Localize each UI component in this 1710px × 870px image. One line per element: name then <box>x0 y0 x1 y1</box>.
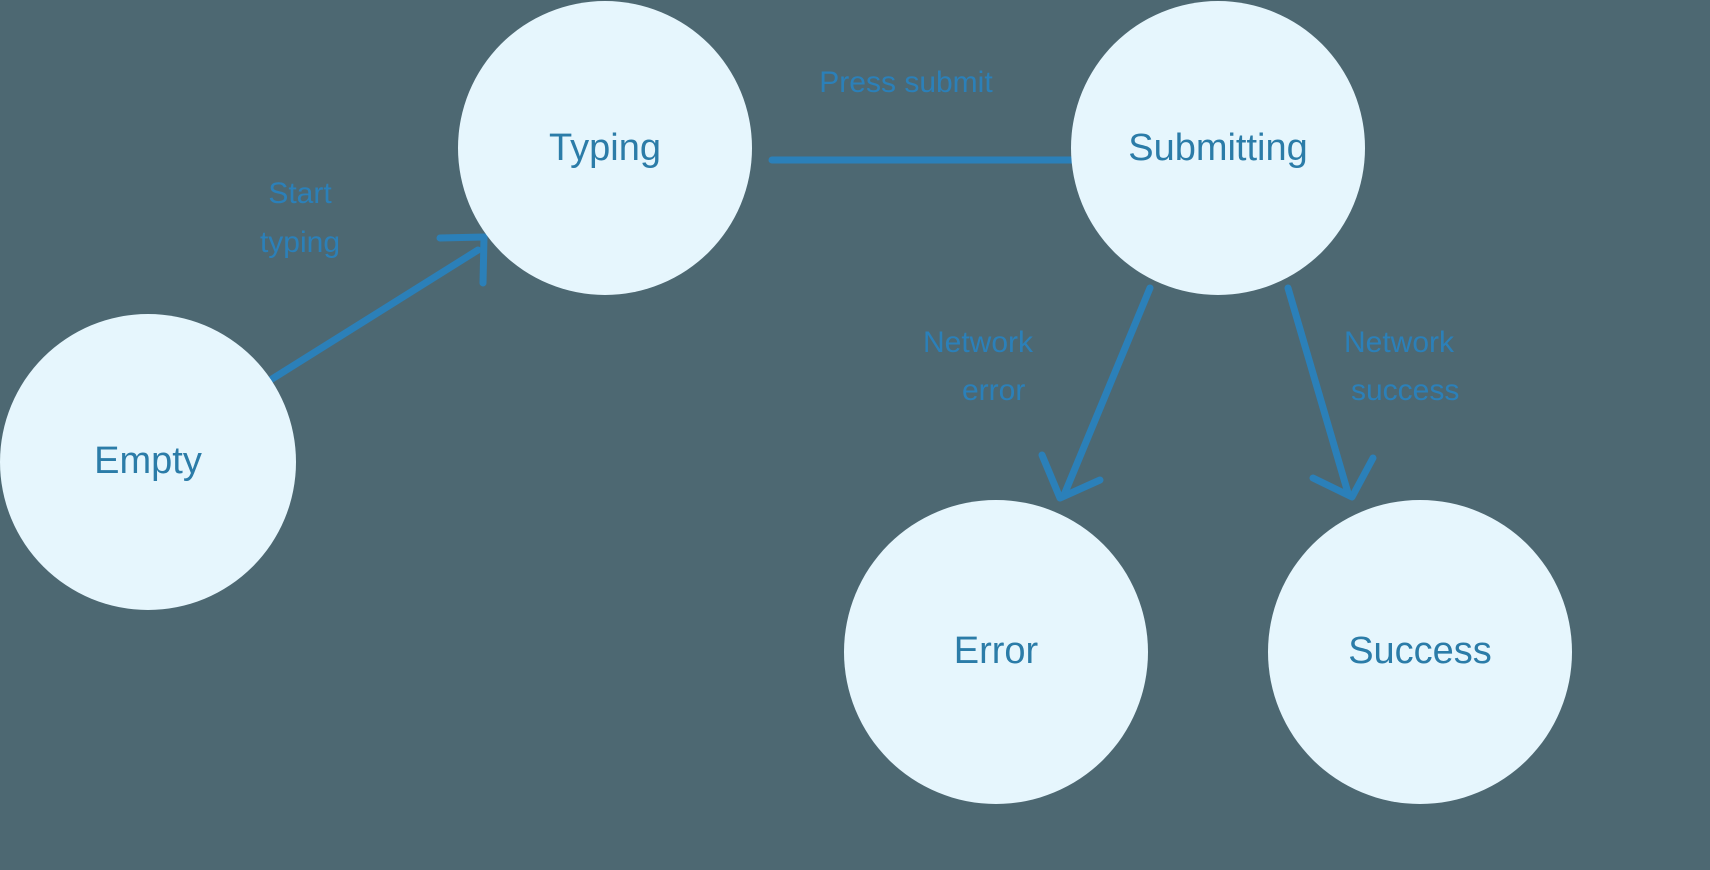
edge-submitting-to-error-arrowhead <box>1038 451 1104 502</box>
state-node-empty[interactable]: Empty <box>0 314 296 610</box>
edge-submitting-to-error-line <box>1060 284 1154 499</box>
state-node-error-circle[interactable] <box>844 500 1148 804</box>
state-node-submitting[interactable]: Submitting <box>1071 1 1365 295</box>
state-node-error[interactable]: Error <box>844 500 1148 804</box>
edge-empty-to-typing: Start typing <box>260 177 488 383</box>
edge-submitting-to-success-arrowhead <box>1309 454 1377 501</box>
state-node-submitting-circle[interactable] <box>1071 1 1365 295</box>
edge-label-empty-to-typing-line2: typing <box>260 226 340 259</box>
state-node-success-label: Success <box>1348 630 1492 672</box>
state-node-submitting-label: Submitting <box>1128 127 1308 169</box>
edge-submitting-to-error: Network error <box>923 284 1154 502</box>
state-node-typing-label: Typing <box>549 127 661 169</box>
state-node-typing-circle[interactable] <box>458 1 752 295</box>
edge-label-submitting-to-success-line1: Network <box>1344 326 1455 359</box>
state-node-success[interactable]: Success <box>1268 500 1572 804</box>
edge-label-submitting-to-error-line1: Network <box>923 326 1034 359</box>
edge-label-typing-to-submitting-line1: Press submit <box>819 66 993 99</box>
state-node-error-label: Error <box>954 630 1039 672</box>
edge-submitting-to-success-line <box>1284 284 1352 497</box>
edge-empty-to-typing-line <box>268 246 482 383</box>
edge-label-submitting-to-success-line2: success <box>1351 374 1459 407</box>
state-node-empty-circle[interactable] <box>0 314 296 610</box>
state-node-empty-label: Empty <box>94 440 202 482</box>
edge-label-submitting-to-error-line2: error <box>962 374 1025 407</box>
state-node-typing[interactable]: Typing <box>458 1 752 295</box>
edge-submitting-to-success: Network success <box>1284 284 1459 501</box>
edge-empty-to-typing-arrowhead <box>436 233 488 287</box>
edge-label-empty-to-typing-line1: Start <box>268 177 332 210</box>
state-node-success-circle[interactable] <box>1268 500 1572 804</box>
